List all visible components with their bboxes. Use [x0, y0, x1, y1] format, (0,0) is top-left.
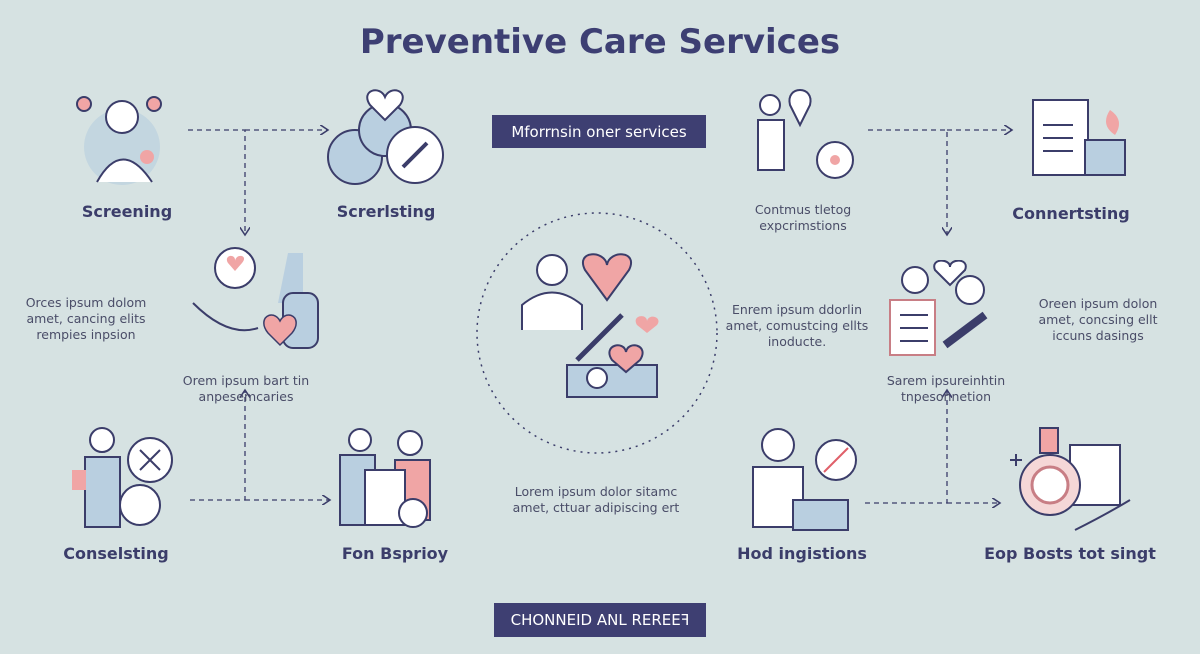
first-aid-icon: [1010, 427, 1131, 531]
lab-test-icon: [327, 89, 444, 185]
caring-hands-icon: [192, 247, 319, 349]
text-line: tnpesonnetion: [900, 389, 992, 404]
channel-report-button[interactable]: CHONNEID ANL REREEꟻ: [494, 603, 706, 637]
node-label-screening: Screening: [81, 202, 173, 221]
text-line: amet, cancing elits: [26, 311, 146, 326]
text-line: Oreen ipsum dolon: [1038, 296, 1158, 311]
text-line: expcrimstions: [759, 218, 847, 233]
node-label-screrlsting: Screrlsting: [336, 202, 436, 221]
services-button[interactable]: Mforrnsin oner services: [492, 115, 706, 148]
node-label-hod-ingistions: Hod ingistions: [737, 544, 867, 563]
text-line: anpesemcaries: [198, 389, 294, 404]
node-label-conselsting: Conselsting: [63, 544, 169, 563]
family-tablet-icon: [339, 428, 431, 528]
text-line: Orem ipsum bart tin: [182, 373, 310, 388]
text-line: amet, cttuar adipiscing ert: [512, 500, 680, 515]
text-line: Orces ipsum dolom: [25, 295, 147, 310]
text-line: rempies inpsion: [36, 327, 136, 342]
node-label-fon-bsprioy: Fon Bsprioy: [341, 544, 449, 563]
text-line: amet, comustcing ellts: [725, 318, 869, 333]
text-line: iccuns dasings: [1052, 328, 1144, 343]
clipboard-icon: [1032, 99, 1126, 176]
doctor-icon: [76, 96, 162, 185]
text-line: Sarem ipsureinhtin: [886, 373, 1006, 388]
text-line: Contmus tletog: [754, 202, 852, 217]
checkup-icon: [889, 260, 988, 356]
doctors-heart-icon: [757, 89, 854, 179]
health-services-icon: [521, 253, 659, 398]
text-line: amet, concsing ellt: [1038, 312, 1158, 327]
text-line: Enrem ipsum ddorlin: [731, 302, 863, 317]
counselor-icon: [72, 427, 173, 528]
text-line: Lorem ipsum dolor sitamc: [514, 484, 678, 499]
text-line: inoducte.: [767, 334, 827, 349]
page-title: Preventive Care Services: [359, 22, 841, 62]
node-label-connertsting: Connertsting: [1012, 204, 1130, 223]
node-label-eop-bosts: Eop Bosts tot singt: [984, 544, 1156, 563]
family-icon: [752, 428, 857, 531]
